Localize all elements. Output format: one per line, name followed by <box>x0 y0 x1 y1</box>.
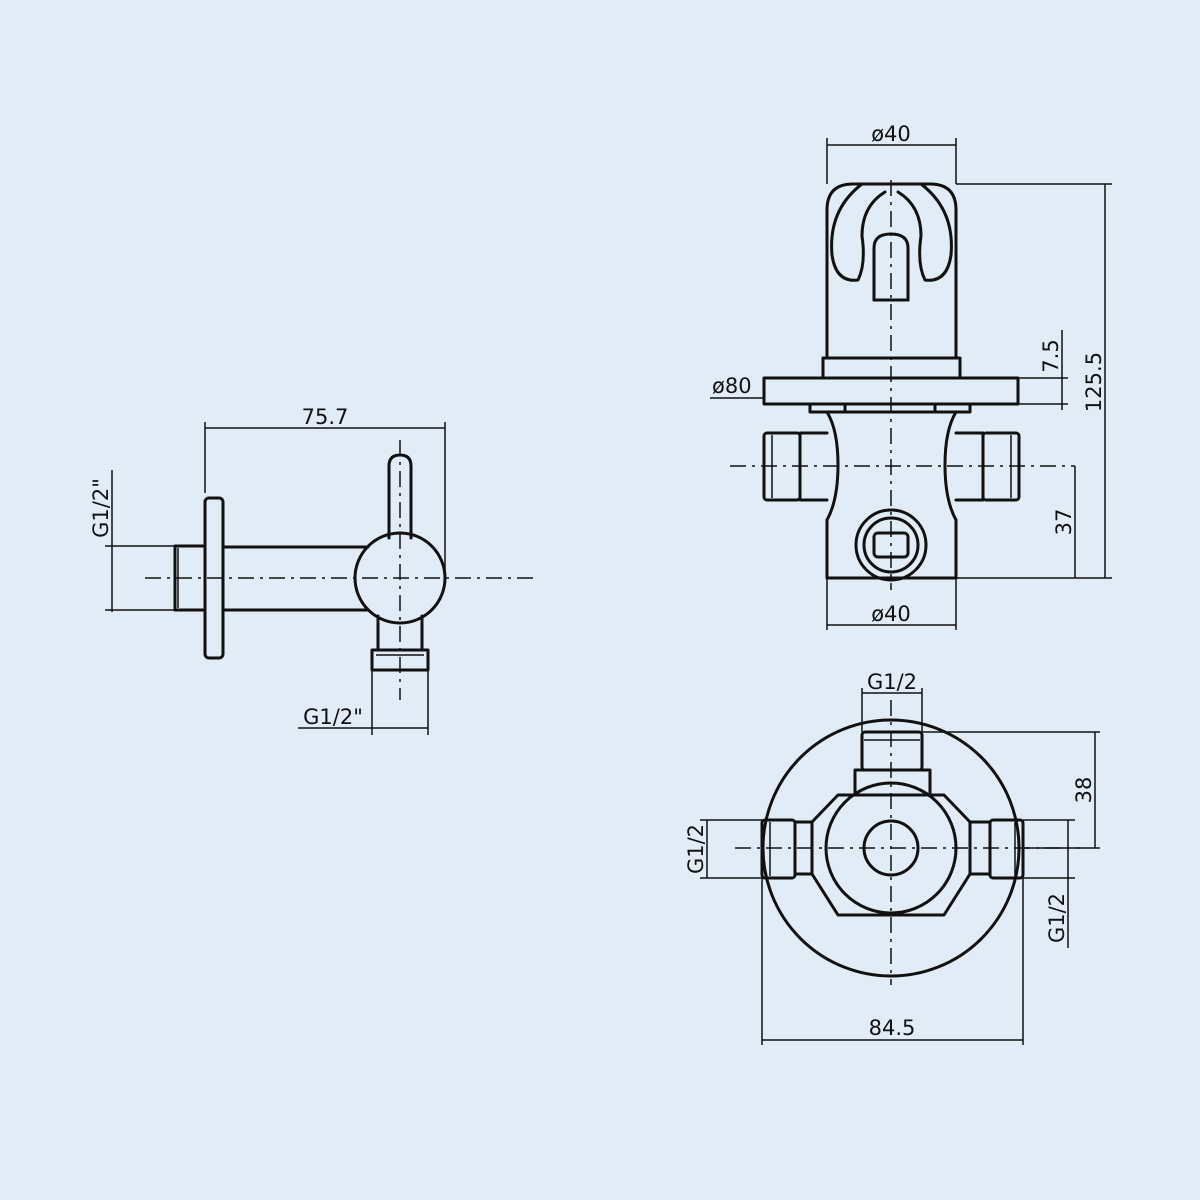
front-outlet-height-label: 37 <box>1052 509 1076 536</box>
top-upper-port-thread <box>860 730 924 772</box>
front-outlet-outer <box>854 508 928 582</box>
top-upper-thread-label: G1/2 <box>867 670 917 694</box>
front-handle-diameter-label: ø40 <box>871 122 911 146</box>
side-outlet-thread-label: G1/2" <box>303 705 363 729</box>
side-length-label: 75.7 <box>302 405 349 429</box>
top-offset-label: 38 <box>1072 777 1096 804</box>
side-outlet-spout <box>376 614 424 652</box>
top-right-thread-label: G1/2 <box>1045 893 1069 943</box>
front-body-diameter-label: ø40 <box>871 602 911 626</box>
top-view: G1/2 38 G1/2 G1/2 84.5 <box>684 670 1100 1045</box>
side-inlet-thread-label: G1/2" <box>89 478 113 538</box>
side-view: 75.7 G1/2" G1/2" <box>89 405 535 735</box>
top-right-port-thread <box>988 818 1025 880</box>
top-hex-body <box>810 793 972 917</box>
top-left-port-thread <box>760 818 797 880</box>
front-plate-thickness-label: 7.5 <box>1039 339 1063 372</box>
top-width-label: 84.5 <box>869 1016 916 1040</box>
front-handle-right-groove <box>896 182 953 282</box>
front-body-neck <box>808 402 972 414</box>
front-view: ø40 ø80 7.5 125.5 37 ø40 <box>710 122 1112 630</box>
front-body-bulge <box>825 410 958 522</box>
top-left-thread-label: G1/2 <box>684 824 708 874</box>
front-plate-diameter-label: ø80 <box>712 374 752 398</box>
side-inlet-thread <box>173 544 207 612</box>
front-outlet-inner <box>862 516 920 574</box>
front-handle-left-groove <box>830 182 887 282</box>
front-total-height-label: 125.5 <box>1082 352 1106 412</box>
